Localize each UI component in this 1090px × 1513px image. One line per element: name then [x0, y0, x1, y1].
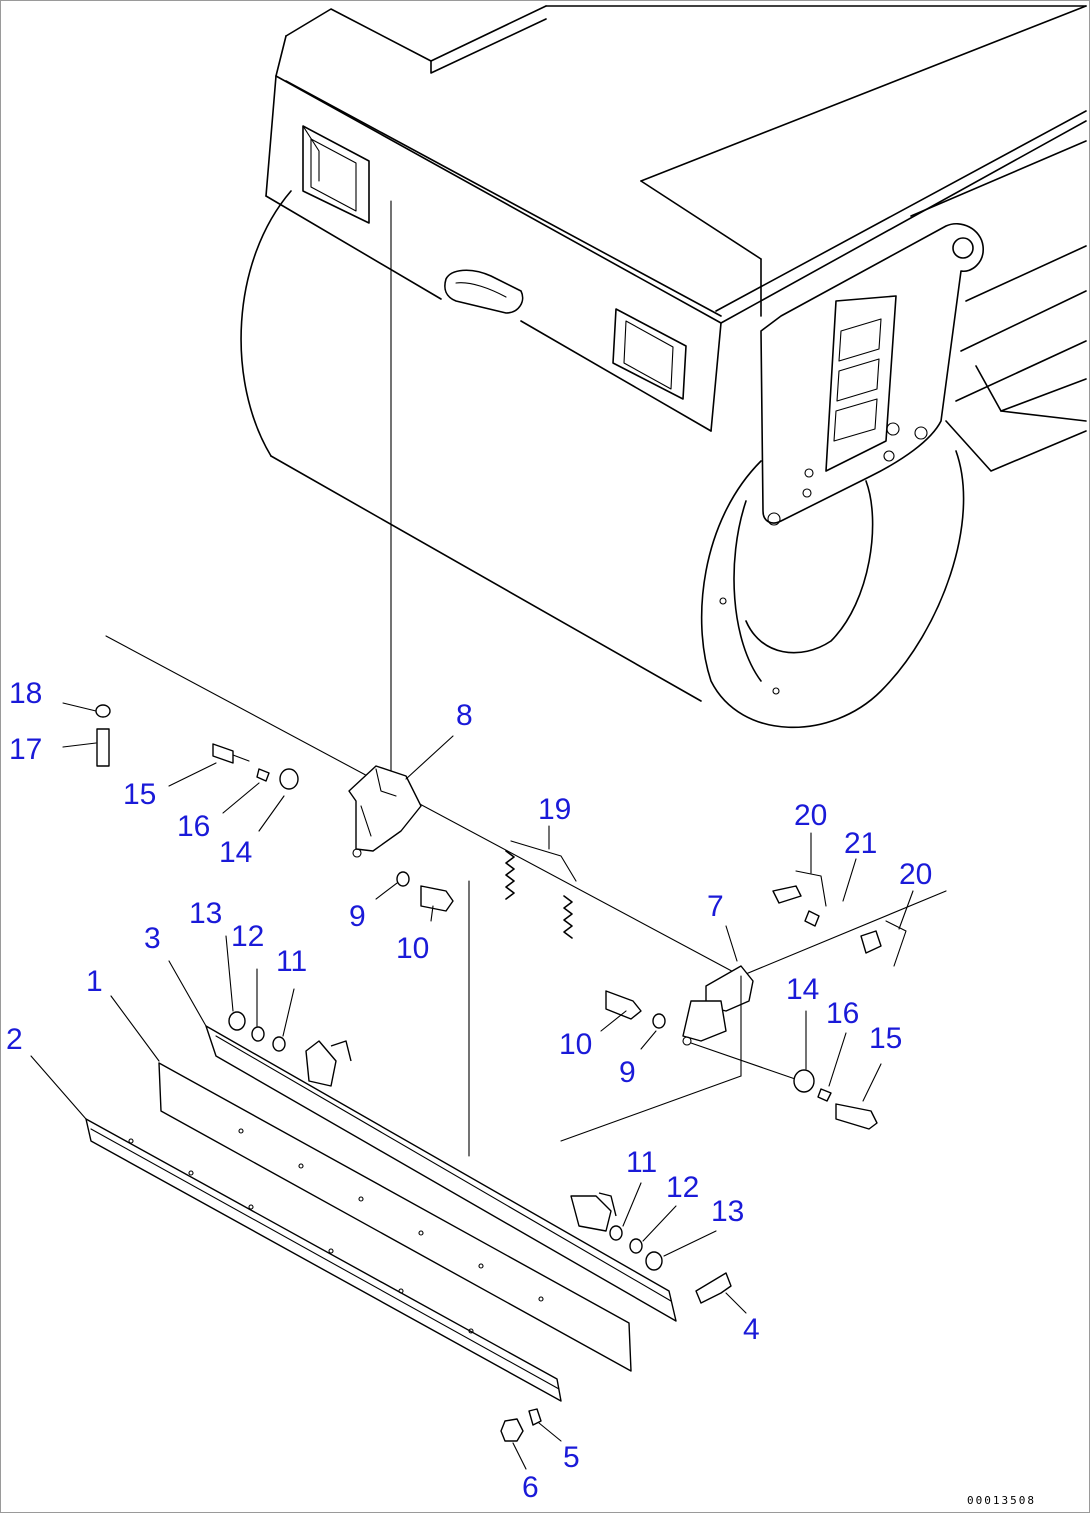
- label-1: 1: [86, 965, 103, 998]
- label-12: 12: [231, 920, 264, 953]
- bolt-15-right: [835, 1103, 878, 1130]
- label-3: 3: [144, 922, 161, 955]
- scraper-assembly: [85, 880, 742, 1442]
- machine-body: [240, 5, 1087, 772]
- label-18: 18: [9, 677, 42, 710]
- bolt-10-right: [605, 990, 642, 1020]
- label-12-b: 12: [666, 1171, 699, 1204]
- label-19: 19: [538, 793, 571, 826]
- pin-20-upper: [772, 885, 802, 904]
- label-15-b: 15: [869, 1022, 902, 1055]
- linkage-assembly: [95, 635, 947, 1130]
- clip-18: [95, 704, 111, 718]
- washer-9-right: [652, 1013, 666, 1029]
- label-2: 2: [6, 1023, 23, 1056]
- label-20-b: 20: [899, 858, 932, 891]
- washer-16-right: [817, 1088, 832, 1102]
- label-4: 4: [743, 1313, 760, 1346]
- label-13-b: 13: [711, 1195, 744, 1228]
- label-16: 16: [177, 810, 210, 843]
- label-9-b: 9: [619, 1056, 636, 1089]
- bushing-14-right: [793, 1069, 815, 1093]
- bolt-10-left: [420, 885, 454, 912]
- washer-9-left: [396, 871, 410, 887]
- label-10-b: 10: [559, 1028, 592, 1061]
- bolt-15-left: [212, 743, 250, 764]
- label-14: 14: [219, 836, 252, 869]
- label-11-b: 11: [626, 1146, 657, 1179]
- label-20: 20: [794, 799, 827, 832]
- label-5: 5: [563, 1441, 580, 1474]
- reference-code: 00013508: [967, 1494, 1036, 1507]
- label-7: 7: [707, 890, 724, 923]
- label-8: 8: [456, 699, 473, 732]
- washer-16-left: [256, 768, 270, 782]
- label-10: 10: [396, 932, 429, 965]
- label-14-b: 14: [786, 973, 819, 1006]
- label-16-b: 16: [826, 997, 859, 1030]
- label-17: 17: [9, 733, 42, 766]
- label-6: 6: [522, 1471, 539, 1504]
- pin-20-lower: [860, 930, 882, 954]
- label-13: 13: [189, 897, 222, 930]
- pin-17: [96, 728, 110, 767]
- clip-21: [804, 910, 820, 927]
- label-9: 9: [349, 900, 366, 933]
- part-labels: 18 17 15 16 14 8 19 9 10 20 21 20 7 13 1…: [6, 677, 932, 1504]
- label-21: 21: [844, 827, 877, 860]
- label-11: 11: [276, 945, 307, 978]
- label-15: 15: [123, 778, 156, 811]
- bushing-14-left: [279, 768, 299, 790]
- leader-lines: [30, 702, 914, 1470]
